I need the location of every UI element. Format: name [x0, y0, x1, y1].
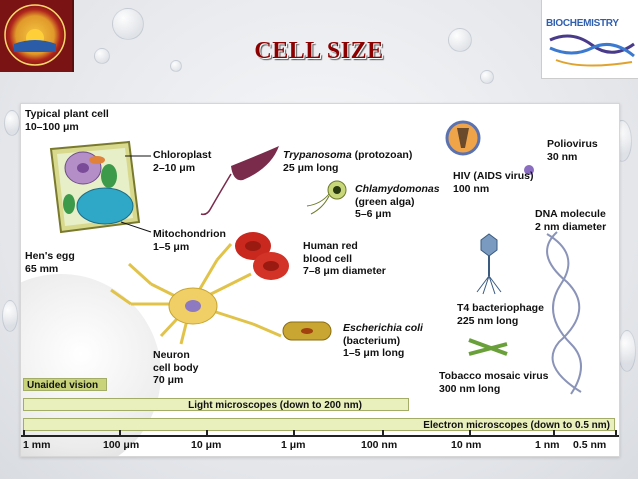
scale-tick — [382, 430, 384, 437]
scale-tick — [615, 430, 617, 437]
trypanosoma-label: Trypanosoma (protozoan) 25 μm long — [283, 149, 413, 174]
tobacco-mosaic-virus-illustration — [468, 338, 508, 356]
biochemistry-logo: BIOCHEMISTRY — [541, 0, 638, 79]
scale-axis — [21, 435, 619, 437]
neuron-illustration — [110, 243, 282, 345]
hiv-illustration — [445, 120, 481, 156]
light-microscope-bar: Light microscopes (down to 200 nm) — [23, 398, 409, 411]
scale-label-1mm: 1 mm — [23, 439, 51, 451]
plant-cell-illustration — [49, 140, 152, 234]
scale-label-100nm: 100 nm — [361, 439, 398, 451]
scale-label-10nm: 10 nm — [451, 439, 482, 451]
trypanosoma-illustration — [200, 146, 279, 216]
scale-tick — [206, 430, 208, 437]
chlamydomonas-illustration — [306, 180, 347, 215]
slide-title: CELL SIZE — [254, 38, 384, 64]
scale-tick — [553, 430, 555, 437]
ecoli-label: Escherichia coli (bacterium) 1–5 μm long — [343, 322, 423, 359]
scale-label-0-5nm: 0.5 nm — [573, 439, 607, 451]
scale-tick — [469, 430, 471, 437]
chlamydomonas-label: Chlamydomonas (green alga) 5–6 μm — [355, 183, 440, 220]
scale-tick — [293, 430, 295, 437]
droplet-decoration — [618, 330, 636, 372]
scale-label-1um: 1 μm — [281, 439, 306, 451]
t4-bacteriophage-illustration — [476, 233, 502, 295]
scale-label-100um: 100 μm — [103, 439, 140, 451]
scale-tick — [119, 430, 121, 437]
scale-label-1nm: 1 nm — [535, 439, 560, 451]
biochemistry-logo-text: BIOCHEMISTRY — [546, 18, 619, 29]
scale-label-10um: 10 μm — [191, 439, 222, 451]
poliovirus-illustration — [524, 165, 534, 175]
droplet-decoration — [448, 28, 472, 52]
droplet-decoration — [4, 110, 20, 136]
red-blood-cell-illustration — [235, 232, 289, 280]
electron-microscope-bar: Electron microscopes (down to 0.5 nm) — [23, 418, 615, 431]
organism-illustrations — [49, 120, 582, 395]
droplet-decoration — [112, 8, 144, 40]
ecoli-illustration — [282, 321, 332, 341]
droplet-decoration — [480, 70, 494, 84]
scale-tick — [23, 430, 25, 437]
droplet-decoration — [94, 48, 110, 64]
droplet-decoration — [2, 300, 18, 332]
dna-illustration — [546, 231, 582, 395]
droplet-decoration — [170, 60, 182, 72]
university-logo — [0, 0, 74, 72]
unaided-vision-bar: Unaided vision — [23, 378, 107, 391]
hiv-label: HIV (AIDS virus)100 nm — [453, 170, 534, 195]
